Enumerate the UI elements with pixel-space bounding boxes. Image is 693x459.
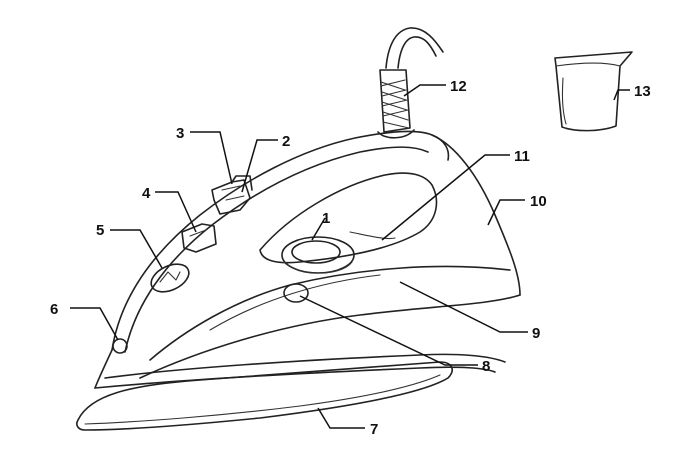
label-6: 6 [50,301,58,318]
label-3: 3 [176,125,184,142]
measuring-cup [554,51,633,132]
steam-selector [181,223,217,253]
spray-steam-buttons [211,175,253,215]
label-4: 4 [142,185,151,202]
temperature-dial [283,283,309,303]
self-clean-button [150,263,190,293]
label-2: 2 [282,133,290,150]
thermostat-light [112,338,128,354]
label-13: 13 [634,83,651,100]
label-5: 5 [96,222,104,239]
label-7: 7 [370,421,378,438]
label-11: 11 [514,148,530,165]
label-1: 1 [322,210,330,227]
label-9: 9 [532,325,540,342]
cord-guard [377,69,415,139]
iron-body [76,130,521,431]
leader-lines [70,84,630,429]
power-cord [385,27,444,69]
label-12: 12 [450,78,467,95]
callout-numbers: 1 2 3 4 5 6 7 8 9 10 11 12 13 [50,78,651,438]
water-tank-lid [281,236,355,274]
label-10: 10 [530,193,547,210]
label-8: 8 [482,358,490,375]
